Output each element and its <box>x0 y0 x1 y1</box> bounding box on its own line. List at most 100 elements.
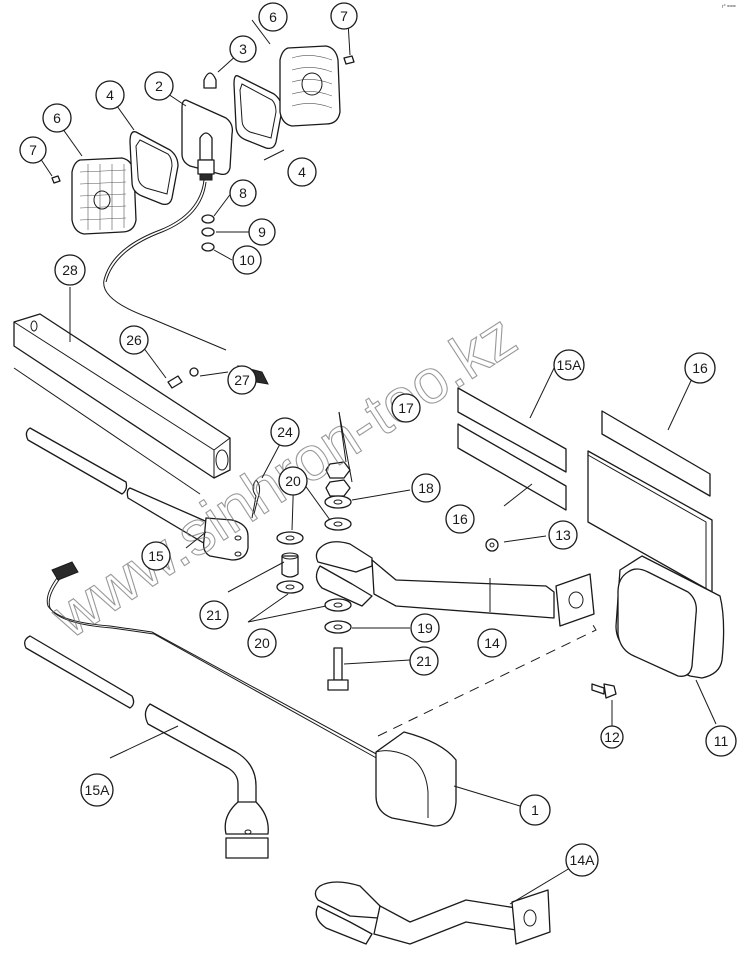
svg-text:15A: 15A <box>85 782 111 798</box>
bolt <box>591 683 617 699</box>
screw-right <box>343 55 355 65</box>
mounting-arm-alt <box>314 881 551 945</box>
washer-21-lower <box>276 580 304 594</box>
jam-nut <box>189 367 199 377</box>
support-tube-alt <box>24 635 269 859</box>
callout-14: 14 <box>477 628 507 658</box>
support-tube <box>25 427 249 561</box>
callout-10: 10 <box>232 245 262 275</box>
callout-21-upper: 20 <box>278 466 308 496</box>
gasket-right <box>233 75 283 150</box>
lamp-housing <box>615 555 725 679</box>
callout-4-right: 4 <box>287 157 317 187</box>
callout-27: 27 <box>227 365 257 395</box>
callout-20-lower: 19 <box>410 613 440 643</box>
square-tube-bracket <box>13 313 231 495</box>
svg-text:21: 21 <box>206 607 222 623</box>
bulb <box>203 72 217 89</box>
callout-24: 24 <box>270 417 300 447</box>
callout-21-lower: 20 <box>247 628 277 658</box>
svg-text:17: 17 <box>398 400 414 416</box>
svg-text:1: 1 <box>531 802 539 818</box>
callout-22: 21 <box>199 600 229 630</box>
mounting-arm <box>315 541 595 627</box>
svg-text:16: 16 <box>692 360 708 376</box>
screw-left <box>51 175 61 184</box>
svg-text:3: 3 <box>239 41 247 57</box>
svg-text:14: 14 <box>484 635 500 651</box>
svg-text:7: 7 <box>29 142 37 158</box>
callout-6-right: 6 <box>258 2 288 32</box>
callout-28: 28 <box>54 254 86 286</box>
callout-17: 15A <box>553 349 585 381</box>
assembly-dashed-line <box>377 619 597 737</box>
svg-text:19: 19 <box>417 620 433 636</box>
bushing <box>281 552 299 578</box>
svg-text:16: 16 <box>452 511 468 527</box>
decal-pad-large-strip <box>601 410 711 497</box>
svg-text:20: 20 <box>285 473 301 489</box>
washer-21-mid <box>324 517 352 531</box>
svg-text:12: 12 <box>604 729 620 745</box>
washer-21-upper <box>276 531 304 545</box>
corner-mark: r° === <box>722 4 736 10</box>
washer-21-bottom <box>324 598 352 612</box>
callout-15: 15 <box>141 541 171 571</box>
callout-16: 16 <box>684 352 716 384</box>
decal-strip-lower <box>457 423 567 511</box>
hair-pin-clip <box>251 479 261 519</box>
callout-1: 1 <box>519 794 551 826</box>
svg-text:14A: 14A <box>570 852 596 868</box>
washer-stack-8-9-10 <box>201 214 215 252</box>
washer-20-lower <box>324 620 352 634</box>
callout-14A: 14A <box>565 843 599 877</box>
callout-6-left: 6 <box>42 103 72 133</box>
callout-18: 16 <box>445 504 475 534</box>
callout-7-right: 7 <box>330 2 358 30</box>
svg-text:13: 13 <box>555 527 571 543</box>
svg-text:28: 28 <box>62 262 78 278</box>
svg-text:4: 4 <box>106 87 114 103</box>
callout-20-upper: 18 <box>411 473 441 503</box>
svg-text:9: 9 <box>258 224 266 240</box>
set-screw <box>167 375 183 389</box>
svg-text:10: 10 <box>239 252 255 268</box>
svg-text:15: 15 <box>148 548 164 564</box>
callout-4-left: 4 <box>95 80 125 110</box>
nut-small <box>485 538 499 552</box>
gasket-left <box>129 131 179 206</box>
washer-20-upper <box>324 495 352 509</box>
lamp-assembly <box>375 731 457 827</box>
svg-text:2: 2 <box>155 78 163 94</box>
callout-19: 17 <box>391 393 421 423</box>
svg-text:20: 20 <box>254 635 270 651</box>
svg-text:6: 6 <box>53 110 61 126</box>
callout-12: 12 <box>600 725 624 749</box>
svg-text:21: 21 <box>416 653 432 669</box>
callout-8: 8 <box>229 179 257 207</box>
callout-15A: 15A <box>80 773 114 807</box>
svg-text:18: 18 <box>418 480 434 496</box>
svg-text:24: 24 <box>277 424 293 440</box>
callout-9: 9 <box>248 218 276 246</box>
leader-lines <box>39 19 717 905</box>
lamp-base-plate <box>181 99 234 181</box>
callout-7-left: 7 <box>19 136 47 164</box>
callout-26: 26 <box>119 325 149 355</box>
svg-text:4: 4 <box>298 164 306 180</box>
callout-13: 13 <box>548 520 578 550</box>
callout-23: 21 <box>409 646 439 676</box>
svg-text:6: 6 <box>269 9 277 25</box>
pivot-bolt <box>327 647 349 691</box>
lens-left <box>71 157 137 235</box>
svg-text:7: 7 <box>340 8 348 24</box>
lamp-cable <box>46 561 381 761</box>
svg-text:27: 27 <box>234 372 250 388</box>
svg-text:8: 8 <box>239 185 247 201</box>
svg-text:11: 11 <box>714 733 729 749</box>
decal-strip-upper <box>457 387 567 473</box>
lock-nuts <box>325 461 351 497</box>
callout-3: 3 <box>229 35 257 63</box>
callout-11: 11 <box>705 725 737 757</box>
